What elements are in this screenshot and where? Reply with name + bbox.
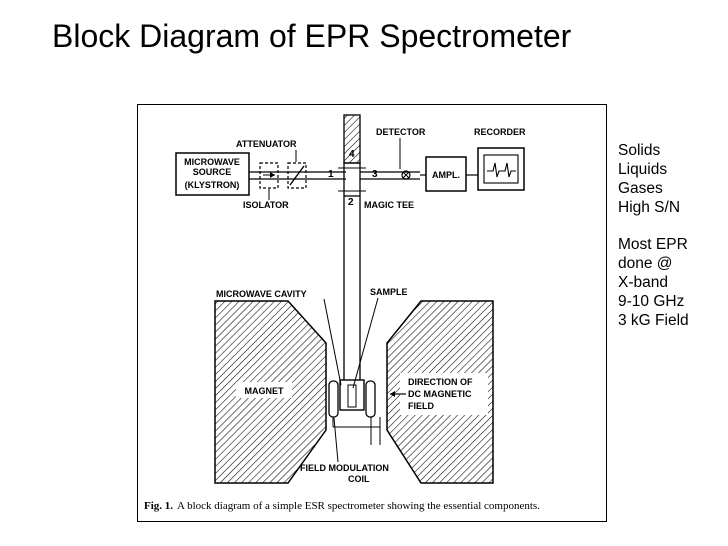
field-modulation-label-1: FIELD MODULATION	[300, 463, 389, 473]
block-diagram-svg: MICROWAVE SOURCE (KLYSTRON) ATTENUATOR I…	[144, 114, 540, 512]
attenuator-label: ATTENUATOR	[236, 139, 297, 149]
note-field: 3 kG Field	[618, 312, 689, 329]
microwave-source-label-3: (KLYSTRON)	[185, 180, 240, 190]
modulation-coil-right	[365, 380, 376, 418]
block-diagram-figure: MICROWAVE SOURCE (KLYSTRON) ATTENUATOR I…	[137, 104, 607, 522]
magnet-label: MAGNET	[245, 386, 284, 396]
detector-diode-icon	[401, 170, 411, 180]
note-high-sn: High S/N	[618, 199, 681, 216]
port-3-label: 3	[372, 169, 378, 180]
port-1-label: 1	[328, 169, 334, 180]
recorder-box	[477, 147, 525, 191]
note-most-epr: Most EPR	[618, 236, 688, 253]
field-direction-arrow-icon	[390, 391, 395, 397]
sample-label: SAMPLE	[370, 287, 408, 297]
direction-label-1: DIRECTION OF	[408, 377, 473, 387]
direction-label-2: DC MAGNETIC	[408, 389, 472, 399]
magic-tee-label: MAGIC TEE	[364, 200, 414, 210]
notes-spacer	[618, 217, 689, 235]
amplifier-box	[425, 156, 467, 192]
note-x-band: X-band	[618, 274, 668, 291]
sample-tube	[347, 384, 357, 408]
microwave-source-label-1: MICROWAVE	[184, 157, 240, 167]
direction-label-3: FIELD	[408, 401, 434, 411]
figure-caption: Fig. 1.A block diagram of a simple ESR s…	[144, 500, 540, 512]
field-modulation-label-2: COIL	[348, 474, 370, 484]
side-notes: Solids Liquids Gases High S/N Most EPR d…	[618, 141, 689, 330]
amplifier-label: AMPL.	[432, 170, 460, 180]
port-2-label: 2	[348, 197, 354, 208]
note-liquids: Liquids	[618, 161, 668, 178]
microwave-source-box	[175, 152, 250, 196]
recorder-trace-icon	[487, 162, 516, 178]
note-frequency: 9-10 GHz	[618, 293, 685, 310]
slide-title: Block Diagram of EPR Spectrometer	[52, 18, 572, 54]
microwave-source-label-2: SOURCE	[193, 167, 232, 177]
isolator-box	[259, 162, 279, 189]
note-solids: Solids	[618, 142, 661, 159]
attenuator-box	[287, 162, 307, 189]
recorder-label: RECORDER	[474, 127, 526, 137]
note-gases: Gases	[618, 180, 663, 197]
microwave-cavity-label: MICROWAVE CAVITY	[216, 289, 307, 299]
port-4-label: 4	[349, 149, 355, 160]
isolator-label: ISOLATOR	[243, 200, 289, 210]
detector-label: DETECTOR	[376, 127, 426, 137]
note-done-at: done @	[618, 255, 673, 272]
modulation-coil-left	[328, 380, 339, 418]
